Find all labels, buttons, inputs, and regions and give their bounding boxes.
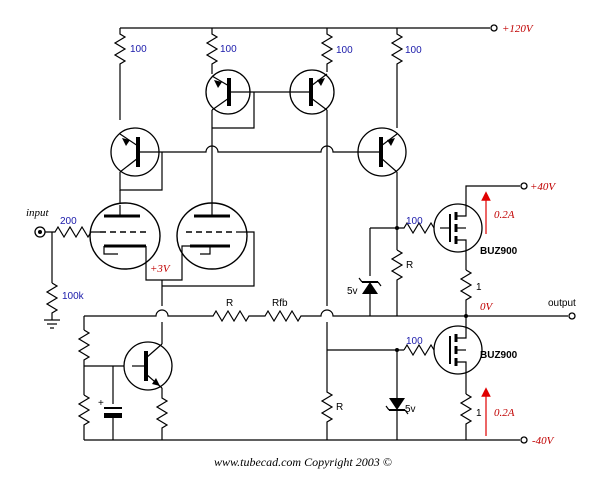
- input-resistor-value: 200: [60, 216, 77, 227]
- zener-bottom-label: 5v: [405, 404, 416, 415]
- grid-resistor-value: 100k: [62, 291, 85, 302]
- rail-neg40v: [84, 436, 528, 444]
- rail-neg40v-label: -40V: [532, 435, 555, 447]
- triode-right: [176, 200, 248, 270]
- r-fb-label: Rfb: [272, 298, 288, 309]
- input-label: input: [26, 207, 50, 219]
- rail-120v-label: +120V: [502, 23, 534, 35]
- mosfet-bottom-label: BUZ900: [480, 350, 518, 361]
- r-bias-bottom-label: R: [336, 402, 343, 413]
- rail-120v: [120, 24, 498, 32]
- mosfet-bottom: [433, 316, 483, 440]
- right-bias-network: [358, 172, 441, 440]
- rail-40v-label: +40V: [530, 181, 556, 193]
- r-top-4-value: 100: [405, 45, 422, 56]
- r-mid-label: R: [226, 298, 233, 309]
- input-jack: [34, 225, 100, 329]
- cathode-voltage: +3V: [150, 263, 171, 275]
- triode-left: [89, 202, 161, 270]
- r-top-3-value: 100: [336, 45, 353, 56]
- zener-top-label: 5v: [347, 286, 358, 297]
- r-top-2-value: 100: [220, 44, 237, 55]
- output-label: output: [548, 298, 576, 309]
- r-top-1-value: 100: [130, 44, 147, 55]
- rail-0v-label: 0V: [480, 301, 494, 313]
- svg-text:+: +: [98, 398, 104, 409]
- mid-bias-wire: [119, 145, 381, 205]
- mosfet-top: [433, 182, 528, 318]
- pnp-mirror-right: [289, 69, 335, 115]
- triode-cathode-wiring: [145, 231, 255, 306]
- footer-copyright: www.tubecad.com Copyright 2003 ©: [214, 455, 392, 469]
- current-bottom-label: 0.2A: [494, 407, 515, 419]
- r-bias-top-label: R: [406, 260, 413, 271]
- feedback-line: [84, 309, 576, 323]
- gate-resistor-top-value: 100: [406, 216, 423, 227]
- bottom-left-current-source: +: [77, 316, 173, 440]
- mirror-wiring: [211, 91, 328, 306]
- current-top-label: 0.2A: [494, 209, 515, 221]
- mid-bias-string: [320, 322, 404, 440]
- gate-resistor-bottom-value: 100: [406, 336, 423, 347]
- top-resistors: [113, 28, 404, 128]
- source-resistor-top-value: 1: [476, 282, 482, 293]
- mosfet-top-label: BUZ900: [480, 246, 518, 257]
- source-resistor-bottom-value: 1: [476, 408, 482, 419]
